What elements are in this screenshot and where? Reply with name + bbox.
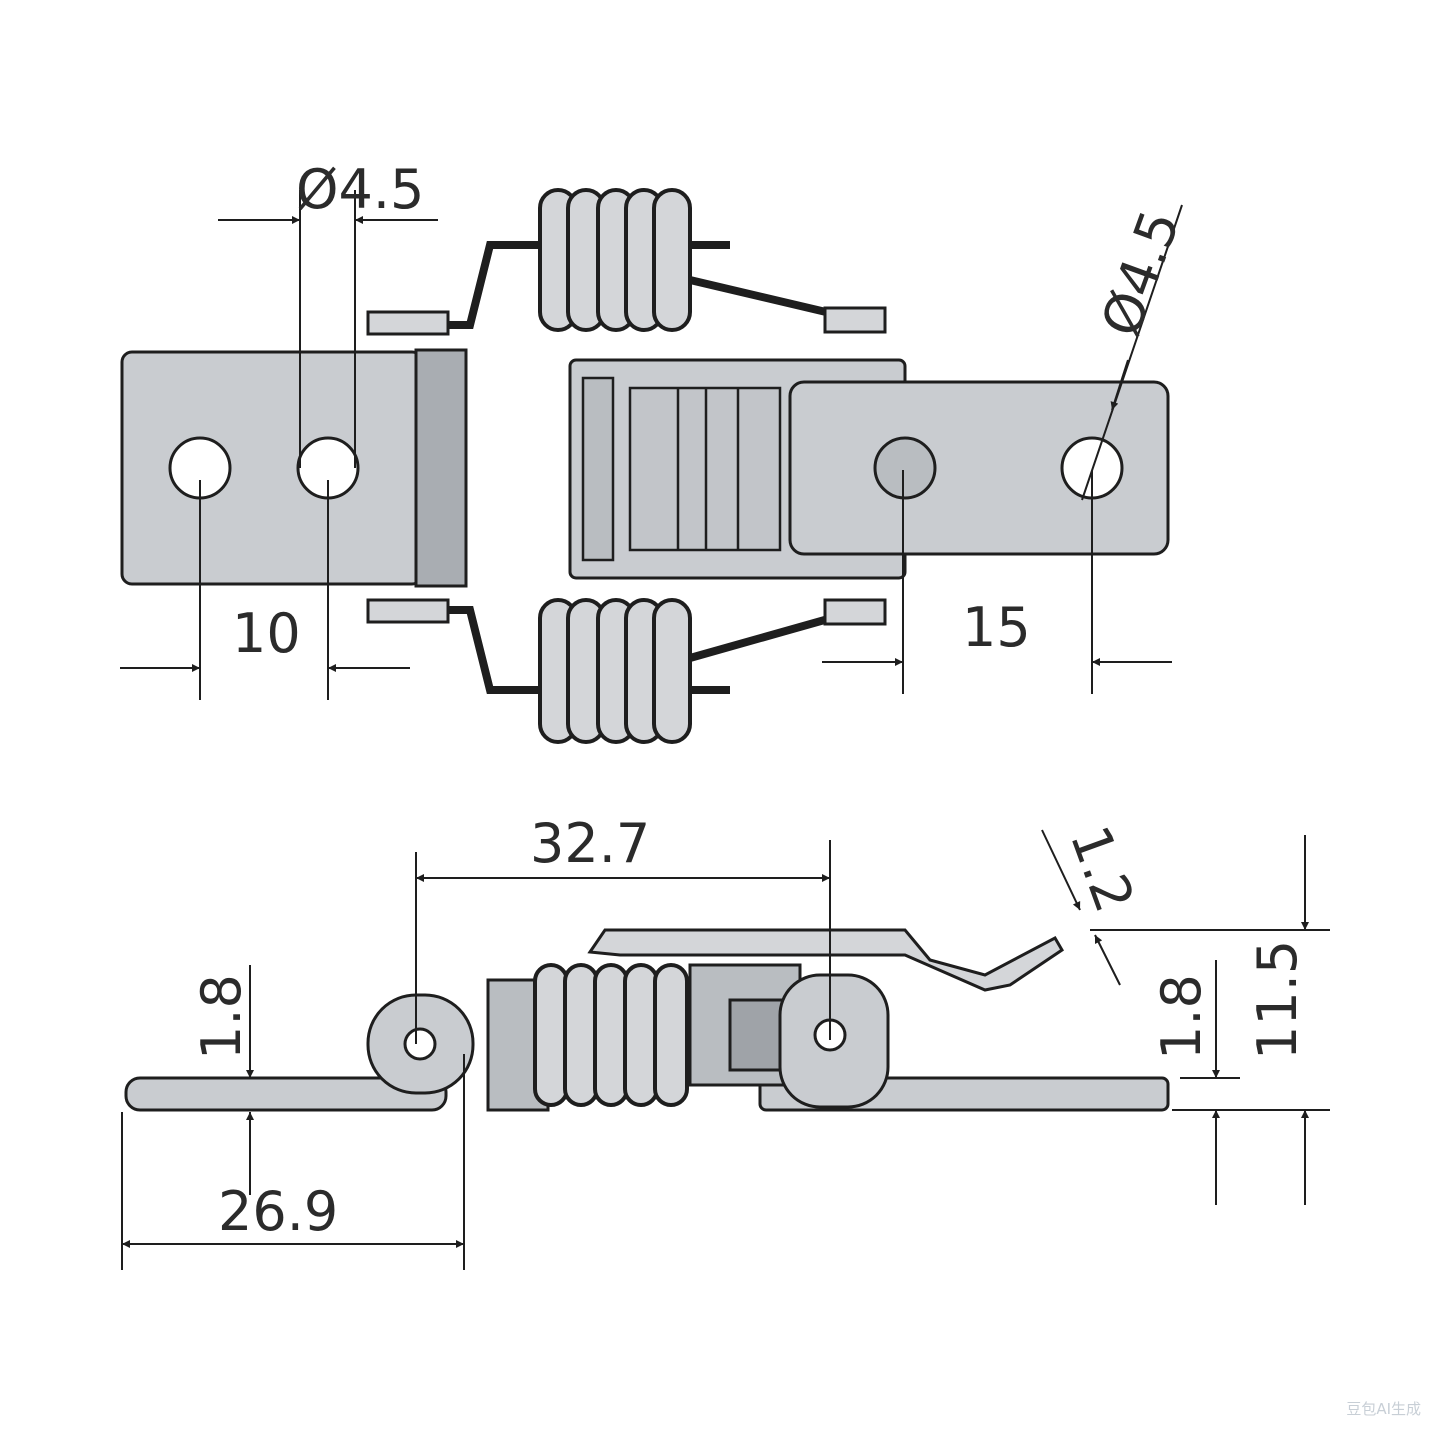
dim-plate-left: 1.8 xyxy=(190,974,253,1060)
dim-hole-spacing: 10 xyxy=(232,602,301,665)
upper-spring xyxy=(538,188,692,332)
dim-hole-spacing-right: 15 xyxy=(962,596,1031,659)
side-spring xyxy=(533,963,689,1107)
left-hinge-knuckle xyxy=(414,348,468,588)
hook-lever xyxy=(587,928,1065,992)
lower-right-pin xyxy=(823,598,887,626)
upper-pin xyxy=(366,310,450,336)
side-view-dimensions xyxy=(121,829,1330,1270)
top-view-dimensions xyxy=(120,190,1183,700)
watermark: 豆包AI生成 xyxy=(1346,1400,1421,1418)
right-tongue xyxy=(788,380,1170,556)
dim-pivot-span: 32.7 xyxy=(530,812,650,875)
right-body-ribs xyxy=(581,376,782,562)
side-view xyxy=(124,928,1170,1112)
dim-plate-right: 1.8 xyxy=(1150,974,1213,1060)
dim-height: 11.5 xyxy=(1246,940,1309,1060)
dim-base-length: 26.9 xyxy=(218,1180,338,1243)
left-plate xyxy=(120,350,424,586)
lower-pin xyxy=(366,598,450,624)
lower-spring xyxy=(538,598,692,744)
dim-hole-right: Ø4.5 xyxy=(1089,202,1192,344)
base-strip-left xyxy=(124,1076,448,1112)
top-view xyxy=(120,188,1170,744)
right-rivet xyxy=(873,436,937,500)
upper-right-pin xyxy=(823,306,887,334)
dim-hole-left: Ø4.5 xyxy=(296,158,424,221)
dim-hook: 1.2 xyxy=(1058,818,1147,920)
knuckle-left-hole xyxy=(403,1027,437,1061)
